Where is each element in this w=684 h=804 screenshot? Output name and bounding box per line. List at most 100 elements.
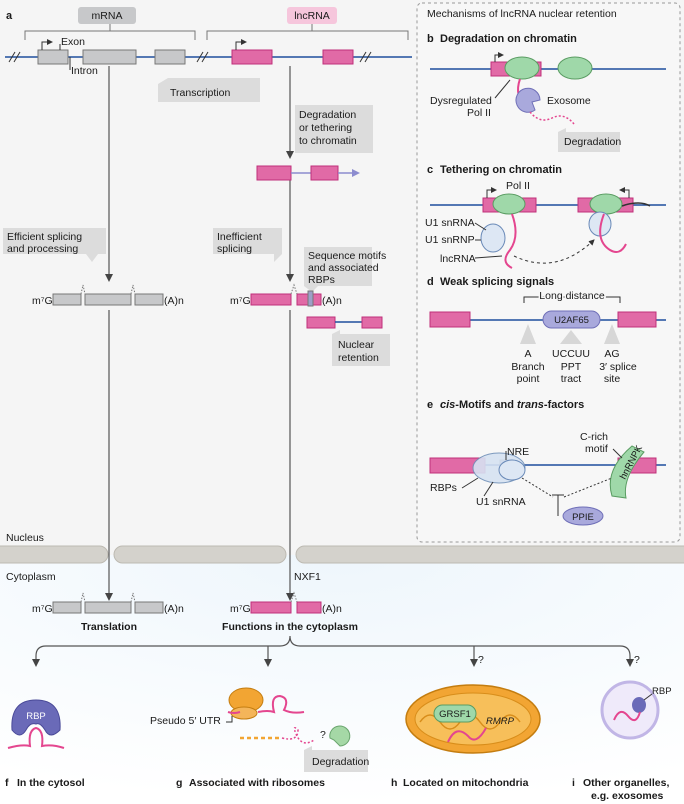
efficient-line1: Efficient splicing — [7, 231, 82, 243]
lnc-c-exon-1 — [250, 601, 292, 614]
lncrna-bracket — [206, 30, 409, 40]
e-ppie — [562, 506, 604, 526]
c-u1snrna: U1 snRNA — [425, 217, 475, 229]
mrna-polya-cyto: (A)n — [164, 603, 184, 615]
mrna-tss-arrow — [41, 39, 53, 50]
motifs-callout — [304, 247, 372, 292]
tethered-exon-2 — [310, 165, 339, 181]
exon-label: Exon — [61, 36, 85, 48]
d-uccuu: UCCUU — [552, 348, 590, 360]
translation-label: Translation — [81, 621, 137, 633]
lnc-c-splice-junction — [290, 591, 298, 603]
rbp-label: RBP — [26, 711, 46, 722]
i-label-2: e.g. exosomes — [591, 790, 664, 802]
d-site: site — [604, 373, 621, 385]
mrna-n-exon-3 — [134, 293, 164, 306]
b-letter: b — [427, 33, 434, 45]
d-title: Weak splicing signals — [440, 276, 554, 288]
retained-exon-2 — [361, 316, 383, 329]
e-nre: NRE — [507, 446, 529, 458]
d-letter: d — [427, 276, 434, 288]
rbp-shape — [11, 699, 61, 736]
nucleus-label: Nucleus — [6, 532, 44, 544]
e-crich-pointer — [612, 448, 623, 459]
h-label: Located on mitochondria — [403, 777, 529, 789]
b-degraded-rna — [529, 111, 575, 125]
b-degradation-label: Degradation — [564, 136, 621, 148]
mrna-n-splice-junctions — [80, 284, 136, 295]
mrna-n-exon-2 — [84, 293, 132, 306]
transcription-callout — [158, 78, 260, 102]
degradation-g-callout — [304, 746, 368, 772]
c-pol2-1 — [492, 193, 526, 215]
mrna-exon-3 — [154, 49, 186, 65]
retained-exon-1 — [306, 316, 336, 329]
lnc-exon-1 — [231, 49, 273, 65]
c-lncrna-1 — [504, 213, 517, 269]
mrna-cap-cyto: m⁷G — [32, 603, 53, 615]
d-ppt-wedge — [560, 330, 582, 344]
d-a-wedge — [520, 324, 536, 344]
mrna-c-exon-2 — [84, 601, 132, 614]
retention-callout — [332, 330, 390, 366]
vesicle-rbp-pointer — [643, 693, 653, 701]
grsf1-shape — [433, 704, 477, 723]
branch-line — [248, 635, 620, 647]
lnc-cap-nucleus: m⁷G — [230, 295, 251, 307]
c-pol2-label: Pol II — [506, 180, 530, 192]
f-letter: f — [5, 777, 9, 789]
motifs-line3: RBPs — [308, 274, 335, 286]
mrna-exon-2 — [82, 49, 137, 65]
g-lncrna-5utr — [227, 711, 241, 714]
pseudo-utr-pointer — [226, 716, 233, 723]
c-lncrna: lncRNA — [440, 253, 476, 265]
inefficient-line1: Inefficient — [217, 231, 262, 243]
d-a: A — [524, 348, 531, 360]
g-label: Associated with ribosomes — [189, 777, 325, 789]
c-tss-2 — [619, 187, 630, 198]
mrna-c-exon-3 — [134, 601, 164, 614]
e-hnrnpk-shape — [609, 445, 645, 499]
rmrp-label: RMRP — [486, 716, 515, 727]
motifs-line1: Sequence motifs — [308, 250, 386, 262]
b-dysregulated: Dysregulated — [430, 95, 492, 107]
e-title-mid: -Motifs and — [455, 399, 517, 411]
mrna-label: mRNA — [92, 10, 123, 22]
mrna-c-exon-1 — [52, 601, 82, 614]
motifs-line2: and associated — [308, 262, 379, 274]
e-u1 — [498, 459, 526, 481]
branch-f — [32, 645, 248, 667]
c-letter: c — [427, 164, 433, 176]
d-distance-bracket — [523, 296, 621, 303]
c-tss-1 — [486, 187, 497, 198]
tethered-exon-1 — [256, 165, 292, 181]
c-lncrna-pointer — [474, 255, 503, 259]
mrna-cap-nucleus: m⁷G — [32, 295, 53, 307]
e-title-end: -factors — [544, 399, 584, 411]
degradation-line2: or tethering — [299, 122, 352, 134]
e-title-cis: cis — [440, 399, 455, 411]
vesicle-rbp-label: RBP — [652, 686, 672, 697]
d-tract: tract — [561, 373, 582, 385]
d-ag-wedge — [604, 324, 620, 344]
e-dashed-links — [521, 477, 613, 498]
exosome-g — [329, 725, 351, 747]
d-exon-1 — [429, 311, 471, 328]
lnc-cap-cyto: m⁷G — [230, 603, 251, 615]
lnc-n-motif — [307, 290, 314, 307]
mrna-c-splice-junctions — [80, 592, 136, 603]
c-lncrna-2 — [599, 213, 627, 253]
d-branch: Branch — [511, 361, 544, 373]
c-u1-snrnp — [480, 223, 506, 253]
e-u1snrna-pointer — [483, 481, 494, 497]
retention-line2: retention — [338, 352, 379, 364]
grsf1-label: GRSF1 — [439, 709, 471, 720]
question-i: ? — [634, 654, 640, 666]
d-splice: 3′ splice — [599, 361, 637, 373]
mrna-exon-1 — [37, 49, 69, 65]
b-exosome-label: Exosome — [547, 95, 591, 107]
degradation-line1: Degradation — [299, 109, 356, 121]
b-tss-arrow — [494, 52, 504, 62]
mrna-polya-nucleus: (A)n — [164, 295, 184, 307]
